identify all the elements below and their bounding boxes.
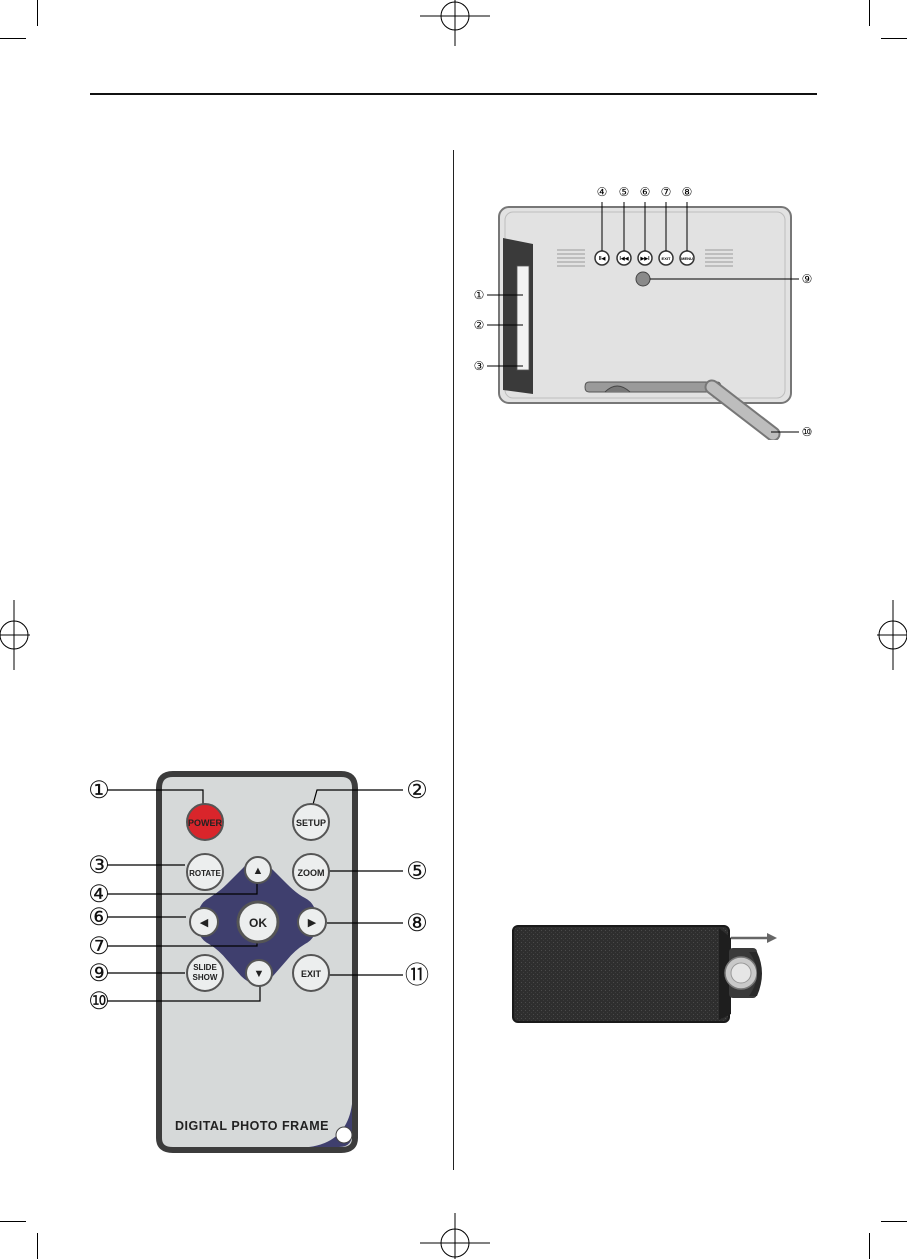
svg-text:SETUP: SETUP xyxy=(296,818,326,828)
frame-callout-7: ⑦ xyxy=(661,185,672,199)
registration-mark-right xyxy=(877,600,907,670)
remote-callout-10: ⑩ xyxy=(88,988,110,1015)
zoom-button: ZOOM xyxy=(293,854,329,890)
frame-callout-6: ⑥ xyxy=(640,185,651,199)
battery-tray-illustration xyxy=(505,918,795,1033)
remote-footer-label: DIGITAL PHOTO FRAME xyxy=(175,1119,329,1133)
frame-btn-glyph-1: II◀ xyxy=(599,256,606,262)
down-button: ▼ xyxy=(246,960,272,986)
wall-mount-hole xyxy=(636,272,650,286)
remote-callout-8: ⑧ xyxy=(406,910,428,937)
frame-callout-10: ⑩ xyxy=(802,425,813,439)
frame-callout-5: ⑤ xyxy=(619,185,630,199)
frame-btn-glyph-3: ▶▶I xyxy=(639,256,650,262)
svg-text:SHOW: SHOW xyxy=(193,973,218,982)
remote-callout-7: ⑦ xyxy=(88,933,110,960)
remote-callout-2: ② xyxy=(406,777,428,804)
slideshow-button: SLIDE SHOW xyxy=(187,955,223,991)
frame-callout-9: ⑨ xyxy=(802,272,813,286)
remote-callout-5: ⑤ xyxy=(406,858,428,885)
remote-ir-dot xyxy=(336,1127,352,1143)
rotate-button: ROTATE xyxy=(187,854,223,890)
column-divider xyxy=(453,150,454,1170)
arrow-right-icon xyxy=(731,933,777,943)
frame-callout-4: ④ xyxy=(597,185,608,199)
svg-text:▶: ▶ xyxy=(308,917,317,929)
frame-callout-8: ⑧ xyxy=(682,185,693,199)
svg-text:ZOOM: ZOOM xyxy=(298,868,325,878)
registration-mark-bottom xyxy=(420,1213,490,1259)
header-rule xyxy=(90,93,817,95)
svg-text:POWER: POWER xyxy=(188,818,223,828)
right-button: ▶ xyxy=(298,908,326,936)
setup-button: SETUP xyxy=(293,804,329,840)
frame-btn-glyph-5: MENU xyxy=(681,256,693,261)
up-button: ▲ xyxy=(245,857,271,883)
ok-button: OK xyxy=(238,902,278,942)
power-button: POWER xyxy=(187,804,223,840)
frame-btn-glyph-4: EXIT xyxy=(662,256,671,261)
svg-text:OK: OK xyxy=(249,916,267,930)
remote-callout-6: ⑥ xyxy=(88,904,110,931)
stand-holder xyxy=(585,382,721,392)
svg-text:◀: ◀ xyxy=(200,917,209,929)
remote-callout-11: ⑪ xyxy=(405,962,429,989)
svg-text:▲: ▲ xyxy=(253,865,264,877)
svg-text:SLIDE: SLIDE xyxy=(193,963,217,972)
frame-callout-2: ② xyxy=(474,318,485,332)
frame-callout-3: ③ xyxy=(474,359,485,373)
registration-mark-left xyxy=(0,600,30,670)
remote-callout-3: ③ xyxy=(88,852,110,879)
frame-btn-glyph-2: I◀◀ xyxy=(619,256,628,262)
remote-callout-9: ⑨ xyxy=(88,960,110,987)
registration-mark-top xyxy=(420,0,490,46)
remote-back-body xyxy=(513,926,729,1022)
remote-control-illustration: POWER SETUP ROTATE ZOOM ▲ ◀ OK ▶ ▼ SLIDE… xyxy=(85,770,440,1160)
frame-back-illustration: II◀ I◀◀ ▶▶I EXIT MENU ④ ⑤ ⑥ ⑦ ⑧ ⑨ ① ② ③ … xyxy=(465,180,815,440)
frame-callout-1: ① xyxy=(474,288,485,302)
remote-callout-1: ① xyxy=(88,777,110,804)
svg-text:EXIT: EXIT xyxy=(301,969,322,979)
battery-tray xyxy=(725,948,762,998)
svg-text:▼: ▼ xyxy=(254,968,265,980)
left-button: ◀ xyxy=(190,908,218,936)
exit-button: EXIT xyxy=(293,955,329,991)
svg-text:ROTATE: ROTATE xyxy=(189,869,221,878)
